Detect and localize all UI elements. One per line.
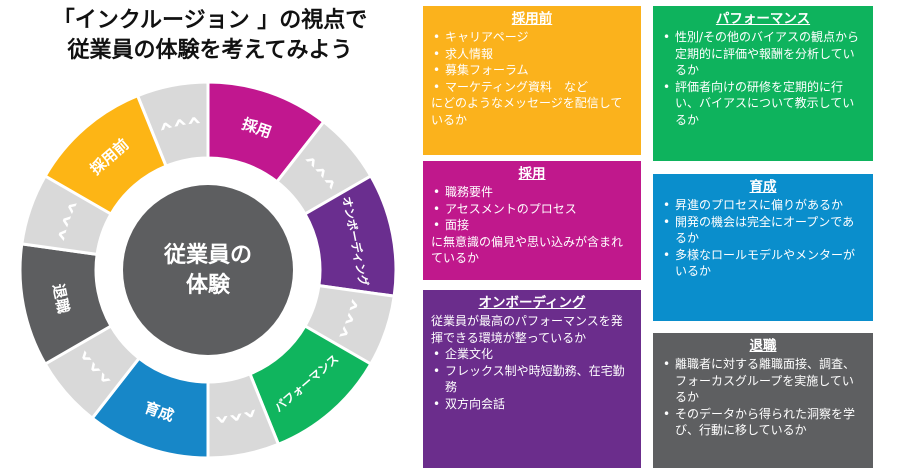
exit-box: 退職 離職者に対する離職面接、調査、フォーカスグループを実施しているか そのデー… bbox=[651, 331, 875, 470]
development-list: 昇進のプロセスに偏りがあるか 開発の機会は完全にオープンであるか 多様なロールモ… bbox=[661, 197, 865, 280]
list-item: 求人情報 bbox=[431, 46, 633, 63]
onboarding-title: オンボーディング bbox=[478, 295, 586, 311]
wheel-ring: ›››採用›››オンボーディング›››パフォーマンス›››育成›››退職›››採… bbox=[18, 80, 398, 460]
exit-title: 退職 bbox=[749, 338, 777, 354]
list-item: 評価者向けの研修を定期的に行い、バイアスについて教示しているか bbox=[661, 79, 865, 129]
list-item: 離職者に対する離職面接、調査、フォーカスグループを実施しているか bbox=[661, 356, 865, 406]
title-line-1: 「インクルージョン 」の視点で bbox=[52, 8, 368, 33]
performance-title: パフォーマンス bbox=[715, 11, 811, 27]
performance-list: 性別/その他のバイアスの観点から定期的に評価や報酬を分析しているか 評価者向けの… bbox=[661, 29, 865, 128]
onboarding-intro: 従業員が最高のパフォーマンスを発揮できる環境が整っているか bbox=[431, 314, 623, 345]
chevron-arrow-icon: › bbox=[178, 114, 209, 128]
hire-list: 職務要件 アセスメントのプロセス 面接 bbox=[431, 184, 633, 234]
list-item: マーケティング資料 など bbox=[431, 79, 633, 96]
onboarding-list: 企業文化 フレックス制や時短勤務、在宅勤務 双方向会話 bbox=[431, 346, 633, 412]
list-item: 面接 bbox=[431, 217, 633, 234]
page-title: 「インクルージョン 」の視点で 従業員の体験を考えてみよう bbox=[10, 6, 410, 66]
hire-note: に無意識の偏見や思い込みが含まれているか bbox=[431, 234, 624, 266]
wheel-label-exit: 退職 bbox=[49, 282, 72, 315]
list-item: 募集フォーラム bbox=[431, 62, 633, 79]
pre-hire-note: にどのようなメッセージを配信しているか bbox=[431, 96, 623, 127]
development-box: 育成 昇進のプロセスに偏りがあるか 開発の機会は完全にオープンであるか 多様なロ… bbox=[651, 172, 875, 323]
pre-hire-box: 採用前 キャリアページ 求人情報 募集フォーラム マーケティング資料 など にど… bbox=[421, 4, 643, 157]
list-item: 性別/その他のバイアスの観点から定期的に評価や報酬を分析しているか bbox=[661, 29, 865, 79]
chevron-arrow-icon: › bbox=[207, 413, 238, 427]
wheel-center-label-2: 体験 bbox=[186, 273, 231, 298]
list-item: 双方向会話 bbox=[431, 396, 633, 413]
hire-box: 採用 職務要件 アセスメントのプロセス 面接 に無意識の偏見や思い込みが含まれて… bbox=[421, 159, 643, 282]
exit-list: 離職者に対する離職面接、調査、フォーカスグループを実施しているか そのデータから… bbox=[661, 356, 865, 439]
performance-box: パフォーマンス 性別/その他のバイアスの観点から定期的に評価や報酬を分析している… bbox=[651, 4, 875, 163]
employee-experience-wheel: ›››採用›››オンボーディング›››パフォーマンス›››育成›››退職›››採… bbox=[18, 80, 398, 460]
list-item: 昇進のプロセスに偏りがあるか bbox=[661, 197, 865, 214]
list-item: 多様なロールモデルやメンターがいるか bbox=[661, 247, 865, 280]
list-item: そのデータから得られた洞察を学び、行動に移しているか bbox=[661, 406, 865, 439]
list-item: アセスメントのプロセス bbox=[431, 201, 633, 218]
pre-hire-list: キャリアページ 求人情報 募集フォーラム マーケティング資料 など bbox=[431, 29, 633, 95]
development-title: 育成 bbox=[749, 179, 777, 195]
wheel-segment-pre-hire bbox=[43, 93, 168, 217]
hire-title: 採用 bbox=[518, 166, 546, 182]
list-item: キャリアページ bbox=[431, 29, 633, 46]
pre-hire-title: 採用前 bbox=[511, 11, 553, 27]
title-line-2: 従業員の体験を考えてみよう bbox=[67, 38, 353, 63]
list-item: フレックス制や時短勤務、在宅勤務 bbox=[431, 363, 633, 396]
list-item: 職務要件 bbox=[431, 184, 633, 201]
wheel-center-circle bbox=[123, 185, 293, 355]
list-item: 企業文化 bbox=[431, 346, 633, 363]
wheel-center-label-1: 従業員の bbox=[163, 242, 252, 268]
onboarding-box: オンボーディング 従業員が最高のパフォーマンスを発揮できる環境が整っているか 企… bbox=[421, 288, 643, 470]
list-item: 開発の機会は完全にオープンであるか bbox=[661, 214, 865, 247]
